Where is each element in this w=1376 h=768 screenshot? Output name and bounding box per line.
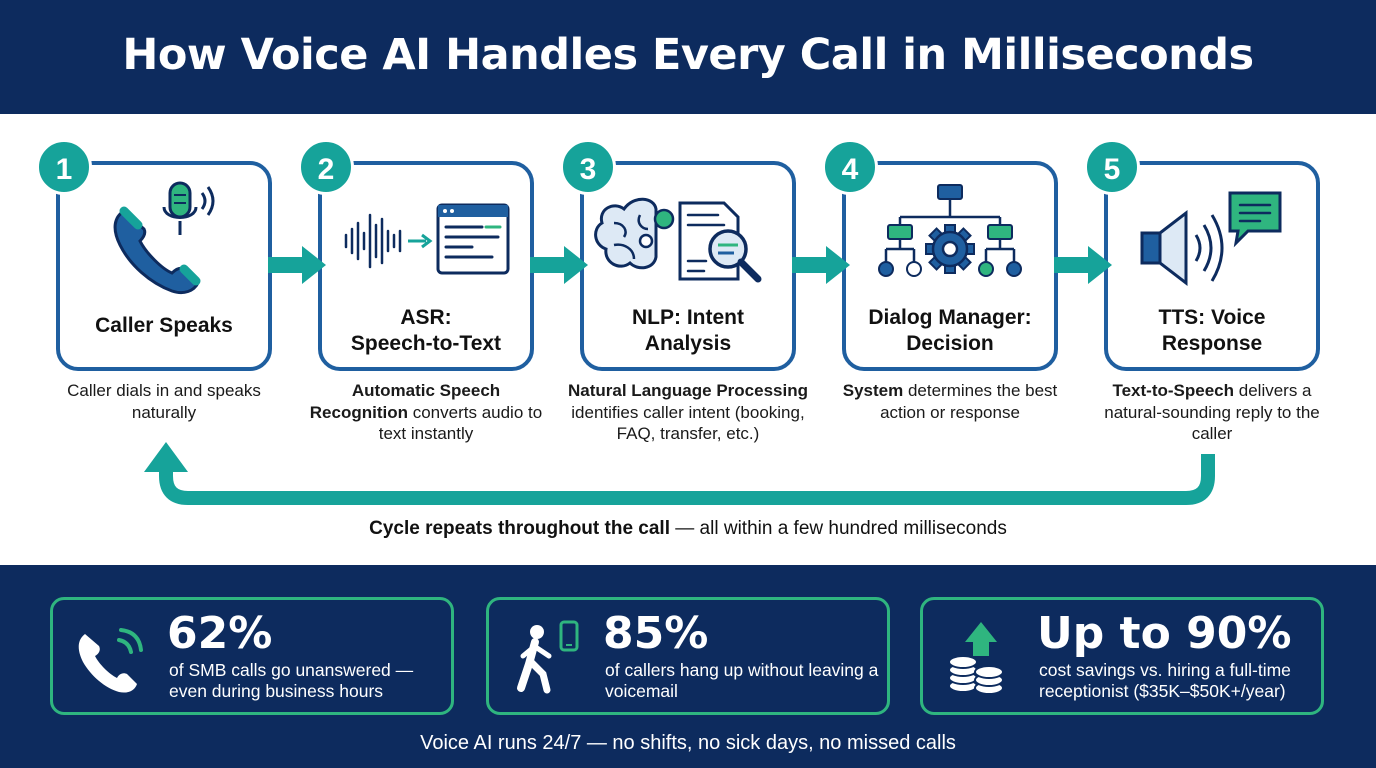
step-card-asr: ASR:Speech-to-Text [318, 161, 534, 371]
step-title: Caller Speaks [95, 314, 233, 337]
stat-label: of SMB calls go unanswered — even during… [169, 660, 414, 701]
step-number-badge: 2 [298, 139, 354, 195]
stat-value: Up to 90% [1037, 608, 1292, 659]
waveform-to-text-icon [344, 203, 510, 275]
stat-card-hang-up: 85% of callers hang up without leaving a… [486, 597, 890, 715]
step-number-badge: 5 [1084, 139, 1140, 195]
cycle-caption: Cycle repeats throughout the call — all … [369, 518, 1007, 539]
step-card-caller-speaks: Caller Speaks [56, 161, 272, 371]
ringing-phone-icon [78, 628, 143, 693]
step-description: System determines the best action or res… [842, 381, 1058, 422]
step-number-badge: 3 [560, 139, 616, 195]
stat-card-unanswered: 62% of SMB calls go unanswered — even du… [50, 597, 454, 715]
phone-microphone-icon [113, 181, 215, 295]
step-title: ASR:Speech-to-Text [350, 306, 502, 355]
step-description: Automatic Speech Recognition converts au… [309, 381, 543, 443]
flow-arrow-icon [1054, 246, 1112, 284]
step-description: Text-to-Speech delivers a natural-soundi… [1104, 381, 1320, 443]
flow-arrow-icon [792, 246, 850, 284]
stat-value: 85% [603, 608, 709, 659]
walking-away-icon [517, 620, 579, 694]
page-title: How Voice AI Handles Every Call in Milli… [122, 30, 1254, 80]
header-banner [0, 0, 1376, 114]
step-card-dialog-manager: Dialog Manager:Decision [842, 161, 1058, 371]
decision-tree-gear-icon [878, 184, 1022, 277]
step-number-badge: 4 [822, 139, 878, 195]
brain-document-icon [594, 197, 762, 283]
step-number-badge: 1 [36, 139, 92, 195]
stat-value: 62% [167, 608, 273, 659]
stat-label: cost savings vs. hiring a full-time rece… [1039, 660, 1291, 701]
flow-arrow-icon [530, 246, 588, 284]
flow-arrow-icon [268, 246, 326, 284]
cycle-return-arrow-icon [144, 442, 1215, 505]
footer-note: Voice AI runs 24/7 — no shifts, no sick … [420, 732, 956, 754]
stat-card-cost-savings: Up to 90% cost savings vs. hiring a full… [920, 597, 1324, 715]
step-description: Caller dials in and speaks naturally [67, 381, 261, 422]
step-description: Natural Language Processing identifies c… [568, 381, 808, 443]
coins-arrow-up-icon [948, 622, 1004, 695]
stat-label: of callers hang up without leaving a voi… [605, 660, 879, 701]
step-title: Dialog Manager:Decision [868, 306, 1032, 355]
speaker-chat-icon [1140, 191, 1282, 287]
